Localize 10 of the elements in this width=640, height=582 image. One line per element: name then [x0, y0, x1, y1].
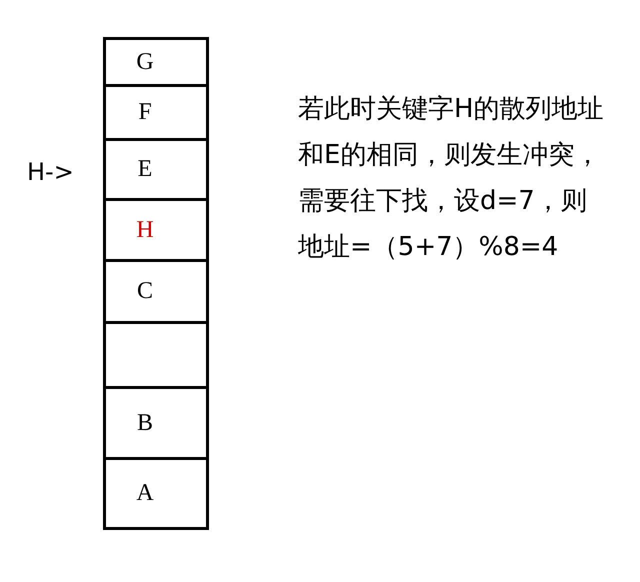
hash-slot: G — [103, 37, 209, 87]
empty-slot — [103, 324, 209, 389]
hash-slot: B — [103, 389, 209, 460]
hash-slot: A — [103, 460, 209, 530]
hash-slot: C — [103, 262, 209, 324]
hash-slot: E — [103, 141, 209, 201]
explanation-text: 若此时关键字H的散列地址和E的相同，则发生冲突，需要往下找，设d=7，则地址=（5+7）%8=4 — [298, 93, 605, 264]
hash-slot: H — [103, 201, 209, 262]
hash-slot: F — [103, 87, 209, 141]
pointer-label: H-> — [27, 158, 74, 186]
